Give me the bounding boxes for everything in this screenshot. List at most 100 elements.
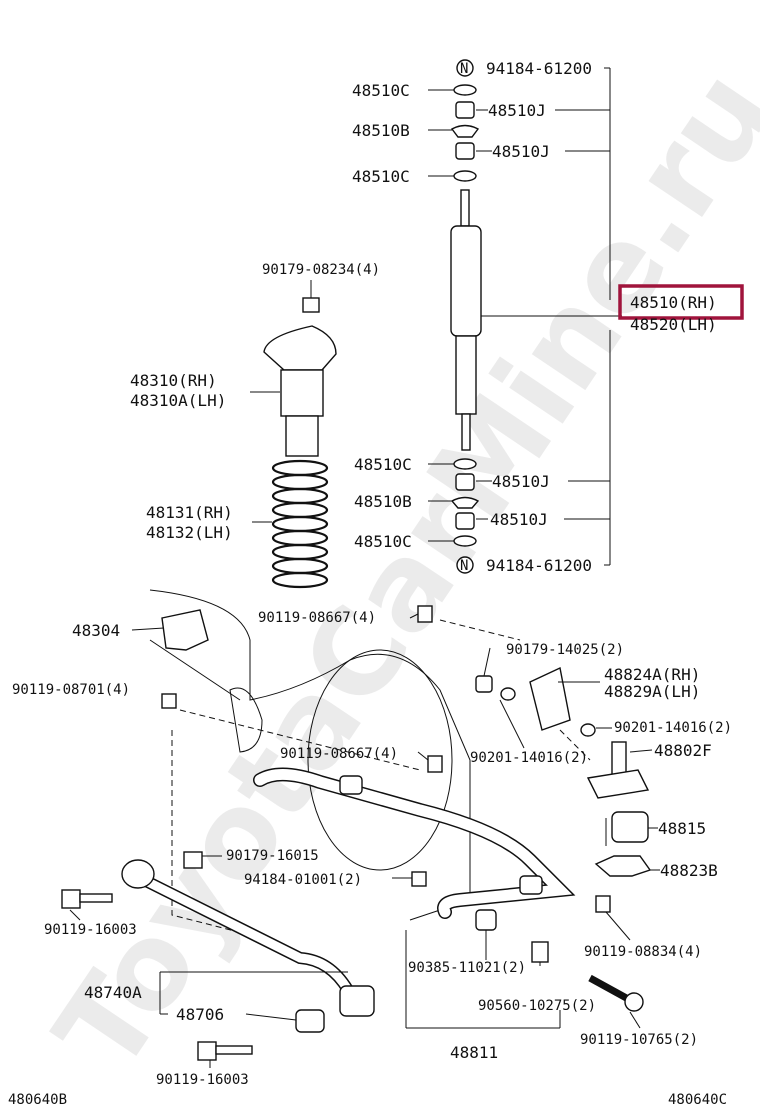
bushing-48510j-bottom bbox=[455, 473, 475, 491]
label-bolt-f: 90119-10765(2) bbox=[580, 1032, 698, 1048]
bushing-90385-11021 bbox=[475, 909, 497, 931]
washer-48510c-bottom bbox=[453, 458, 477, 470]
coil-turn bbox=[271, 459, 329, 477]
bushing-48510j-top bbox=[455, 101, 475, 119]
link-48802f bbox=[586, 741, 650, 799]
label-c4: 48510C bbox=[354, 532, 412, 551]
label-48304: 48304 bbox=[72, 621, 120, 640]
label-j1: 48510J bbox=[488, 101, 546, 120]
corner-label-right: 480640C bbox=[668, 1092, 727, 1108]
label-b1: 48510B bbox=[352, 121, 410, 140]
label-bolt-e: 90119-08834(4) bbox=[584, 944, 702, 960]
washer-48510c-bottom2 bbox=[453, 535, 477, 547]
label-bolt-a: 90119-08667(4) bbox=[258, 610, 376, 626]
label-bolt-d: 90119-16003 bbox=[44, 922, 137, 938]
bolt-90119-08667-b bbox=[427, 755, 443, 773]
coil-turn bbox=[271, 473, 329, 491]
clamp-48823b bbox=[594, 855, 652, 877]
label-nut-b: 90179-16015 bbox=[226, 848, 319, 864]
label-shock-lh: 48520(LH) bbox=[630, 315, 717, 334]
label-bolt-top: 90179-08234(4) bbox=[262, 262, 380, 278]
coil-turn bbox=[271, 543, 329, 561]
pin-90560-10275 bbox=[531, 941, 549, 963]
bracket-top bbox=[480, 67, 622, 317]
coil-turn bbox=[271, 501, 329, 519]
label-j4: 48510J bbox=[490, 510, 548, 529]
label-nut-c: 94184-01001(2) bbox=[244, 872, 362, 888]
label-seat-lh: 48310A(LH) bbox=[130, 391, 226, 410]
washer-48510c-top bbox=[453, 84, 477, 96]
washer-90201-14016-a bbox=[580, 723, 596, 737]
label-j2: 48510J bbox=[492, 142, 550, 161]
bracket-48824a bbox=[529, 666, 571, 731]
bracket-48304 bbox=[161, 609, 209, 651]
label-c3: 48510C bbox=[354, 455, 412, 474]
coil-turn bbox=[271, 571, 329, 589]
bolt-90119-16003-top bbox=[61, 889, 113, 909]
label-b2: 48510B bbox=[354, 492, 412, 511]
bolt-90119-10765 bbox=[588, 974, 644, 1012]
shock-absorber bbox=[450, 189, 482, 451]
svg-text:N: N bbox=[460, 558, 468, 574]
bushing-48815 bbox=[611, 811, 649, 843]
bolt-90119-08667-a bbox=[417, 605, 433, 623]
corner-label-left: 480640B bbox=[8, 1092, 67, 1108]
nut-90179-08234 bbox=[302, 297, 320, 313]
bolt-90119-08834 bbox=[595, 895, 611, 913]
label-bush-c: 48706 bbox=[176, 1005, 224, 1024]
coil-turn bbox=[271, 557, 329, 575]
nut-94184-01001 bbox=[411, 871, 427, 887]
label-link: 48802F bbox=[654, 741, 712, 760]
svg-text:N: N bbox=[460, 61, 468, 77]
label-wash-b: 90201-14016(2) bbox=[470, 750, 588, 766]
label-nut-a: 90179-14025(2) bbox=[506, 642, 624, 658]
label-c1: 48510C bbox=[352, 81, 410, 100]
label-brk-rh: 48824A(RH) bbox=[604, 665, 700, 684]
retainer-48510b-top bbox=[450, 124, 480, 138]
watermark: ToyotaCarMine.ru bbox=[29, 46, 760, 1096]
n-marker-bottom: N bbox=[456, 556, 474, 574]
label-clamp: 48823B bbox=[660, 861, 718, 880]
spring-seat bbox=[263, 325, 337, 457]
label-seat-rh: 48310(RH) bbox=[130, 371, 217, 390]
coil-turn bbox=[271, 487, 329, 505]
label-rod: 48740A bbox=[84, 983, 142, 1002]
label-spring-rh: 48131(RH) bbox=[146, 503, 233, 522]
washer-90201-14016-b bbox=[500, 687, 516, 701]
highlight-box bbox=[618, 284, 744, 320]
label-bush: 48815 bbox=[658, 819, 706, 838]
retainer-48510b-bottom bbox=[450, 496, 480, 509]
label-bush-b: 90385-11021(2) bbox=[408, 960, 526, 976]
label-pin: 90560-10275(2) bbox=[478, 998, 596, 1014]
leader-lines bbox=[69, 89, 660, 1068]
lateral-rod bbox=[121, 859, 375, 1033]
nut-90179-14025 bbox=[475, 675, 493, 693]
label-shock-rh: 48510(RH) bbox=[630, 293, 717, 312]
label-c2: 48510C bbox=[352, 167, 410, 186]
label-n-top: 94184-61200 bbox=[486, 59, 592, 78]
bolt-90119-16003-bottom bbox=[197, 1041, 253, 1061]
label-spring-lh: 48132(LH) bbox=[146, 523, 233, 542]
label-brk-lh: 48829A(LH) bbox=[604, 682, 700, 701]
nut-90179-16015 bbox=[183, 851, 203, 869]
frame-outline bbox=[149, 589, 591, 941]
label-bolt-b: 90119-08701(4) bbox=[12, 682, 130, 698]
label-n-bot: 94184-61200 bbox=[486, 556, 592, 575]
bracket-bottom bbox=[564, 330, 611, 566]
label-bar: 48811 bbox=[450, 1043, 498, 1062]
washer-48510c-top2 bbox=[453, 170, 477, 182]
label-j3: 48510J bbox=[492, 472, 550, 491]
coil-turn bbox=[271, 515, 329, 533]
bushing-48510j-bottom2 bbox=[455, 512, 475, 530]
n-marker-top: N bbox=[456, 59, 474, 77]
label-bolt-c: 90119-08667(4) bbox=[280, 746, 398, 762]
stabilizer-bar bbox=[253, 767, 576, 919]
coil-spring bbox=[271, 459, 329, 589]
coil-turn bbox=[271, 529, 329, 547]
label-bolt-g: 90119-16003 bbox=[156, 1072, 249, 1088]
bushing-48510j-top2 bbox=[455, 142, 475, 160]
label-wash-a: 90201-14016(2) bbox=[614, 720, 732, 736]
bolt-90119-08701 bbox=[161, 693, 177, 709]
